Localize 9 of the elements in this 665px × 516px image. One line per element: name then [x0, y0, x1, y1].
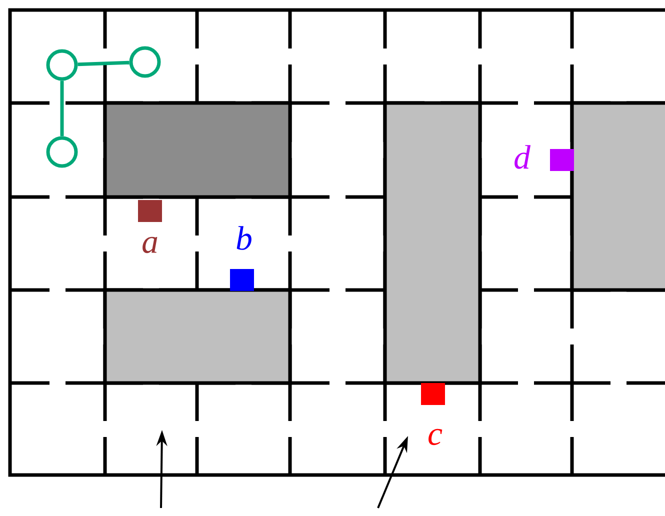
connector-line — [60, 80, 64, 136]
connector-line — [78, 60, 130, 66]
ring-node — [46, 136, 78, 168]
point-label: a — [142, 236, 158, 254]
ring-node — [129, 46, 161, 78]
ring-node — [46, 49, 78, 81]
point-label: c — [428, 428, 442, 446]
point-label: b — [236, 226, 252, 250]
point-label: d — [514, 145, 531, 169]
